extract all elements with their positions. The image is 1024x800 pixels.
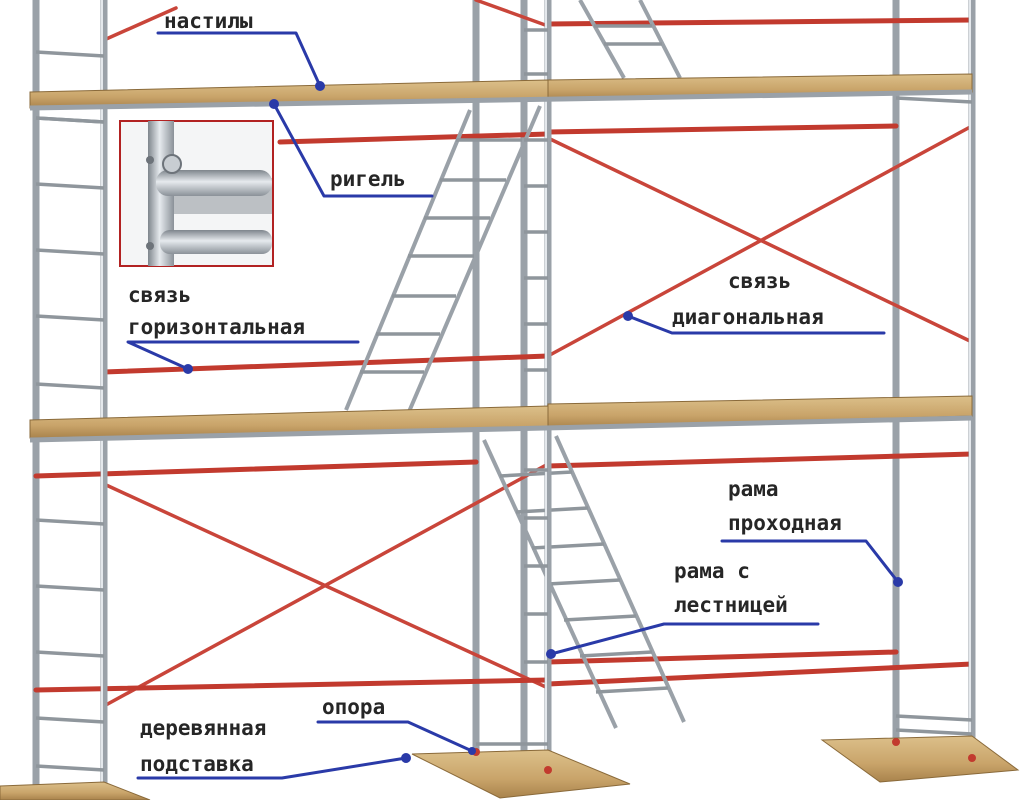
label-rama-prokhodnaya: рама проходная bbox=[720, 477, 903, 587]
diagonal-brace bbox=[546, 124, 974, 358]
leader-dot bbox=[623, 311, 633, 321]
deck-lower bbox=[29, 395, 973, 443]
deck-upper bbox=[29, 73, 973, 124]
label-text: лестницей bbox=[674, 593, 788, 617]
label-text: деревянная bbox=[140, 716, 266, 740]
detail-inset bbox=[119, 120, 274, 267]
leader-line bbox=[720, 539, 900, 584]
frame-rungs-mid bbox=[476, 28, 548, 746]
leader-dot bbox=[315, 81, 325, 91]
diagonal-braces bbox=[102, 0, 974, 708]
label-rigel: ригель bbox=[269, 99, 434, 198]
horizontal-braces bbox=[33, 17, 975, 693]
inclined-ladder-top bbox=[578, 0, 682, 79]
leader-dot bbox=[401, 753, 411, 763]
label-text: опора bbox=[322, 695, 385, 719]
label-text: диагональная bbox=[672, 305, 824, 329]
label-text: рама с bbox=[674, 559, 750, 583]
horizontal-brace bbox=[277, 131, 551, 145]
horizontal-brace bbox=[545, 661, 975, 687]
horizontal-brace bbox=[33, 677, 551, 693]
label-nastily: настилы bbox=[156, 9, 325, 91]
leader-dot bbox=[893, 577, 903, 587]
leader-line bbox=[549, 622, 820, 656]
label-text: связь bbox=[128, 283, 191, 307]
leader-line bbox=[626, 314, 886, 335]
leader-dot bbox=[269, 99, 279, 109]
leader-line bbox=[156, 31, 322, 88]
horizontal-brace bbox=[545, 123, 899, 135]
label-svyaz-horizontal: связь горизонтальная bbox=[126, 283, 360, 374]
leader-dot bbox=[546, 649, 556, 659]
leader-line bbox=[272, 102, 434, 198]
label-rama-s-lestnitsey: рама с лестницей bbox=[546, 559, 820, 659]
front-frames bbox=[35, 0, 976, 795]
diagonal-brace bbox=[102, 6, 178, 42]
label-text: связь bbox=[728, 269, 791, 293]
horizontal-brace bbox=[545, 649, 899, 665]
label-text: горизонтальная bbox=[128, 315, 305, 339]
label-svyaz-diagonal: связь диагональная bbox=[623, 269, 886, 335]
label-text: проходная bbox=[728, 511, 842, 535]
inclined-ladder-upper bbox=[344, 105, 542, 415]
diagonal-brace bbox=[474, 0, 550, 28]
leader-dot bbox=[468, 747, 476, 755]
label-opora: опора bbox=[316, 695, 476, 755]
label-text: подставка bbox=[140, 752, 254, 776]
horizontal-brace bbox=[33, 459, 479, 479]
label-text: настилы bbox=[164, 9, 253, 33]
horizontal-brace bbox=[101, 353, 551, 375]
label-derevyannaya-podstavka: деревянная подставка bbox=[136, 716, 411, 780]
label-text: ригель bbox=[330, 167, 406, 191]
horizontal-brace bbox=[545, 17, 975, 27]
leader-line bbox=[316, 720, 474, 753]
horizontal-brace bbox=[545, 451, 975, 469]
leader-line bbox=[126, 340, 360, 371]
label-text: рама bbox=[728, 477, 779, 501]
wooden-bases bbox=[0, 735, 1020, 800]
leader-dot bbox=[183, 364, 193, 374]
diagonal-brace bbox=[102, 462, 550, 708]
leader-line bbox=[136, 756, 408, 780]
frame-rungs-left bbox=[35, 50, 105, 772]
